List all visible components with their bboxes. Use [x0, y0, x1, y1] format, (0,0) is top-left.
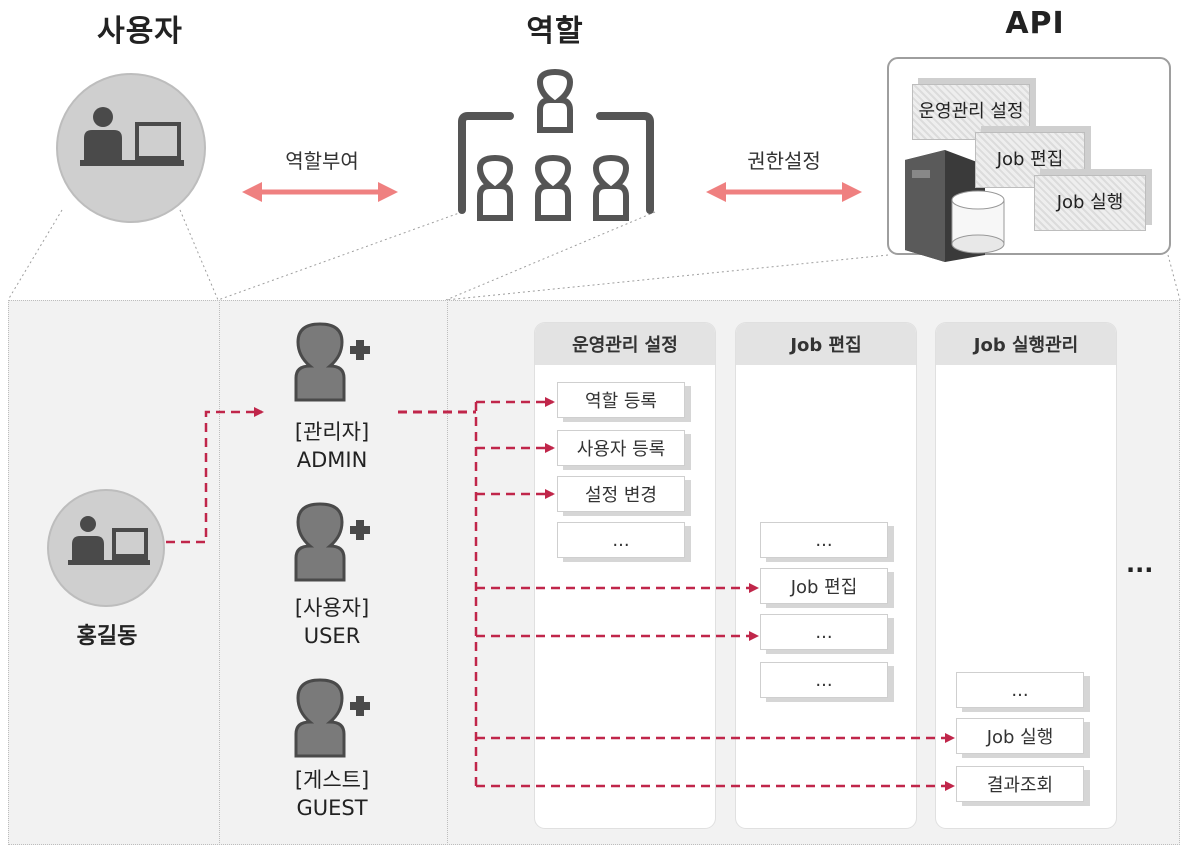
role-user-label: [사용자] USER [294, 596, 370, 648]
user-at-desk-icon-small [68, 516, 150, 565]
item-job-run: Job 실행 [956, 718, 1084, 754]
role-icons [294, 322, 370, 758]
assign-role-label: 역할부여 [285, 149, 359, 173]
api-card-ops-settings: 운영관리 설정 [912, 84, 1030, 140]
user-user-add-icon [294, 502, 370, 582]
guest-user-add-icon [294, 678, 370, 758]
database-icon [951, 190, 1005, 254]
column-ops-settings-title: 운영관리 설정 [535, 323, 715, 365]
admin-user-add-icon [294, 322, 370, 402]
user-at-desk-icon [80, 107, 184, 166]
item-more: ... [760, 614, 888, 650]
role-admin-label: [관리자] ADMIN [294, 420, 370, 472]
more-columns-ellipsis: ... [1126, 550, 1154, 578]
header-api: API [1005, 6, 1065, 41]
api-card-job-edit: Job 편집 [975, 132, 1085, 188]
item-register-user: 사용자 등록 [557, 430, 685, 466]
user-avatar-small [47, 489, 165, 607]
item-more: ... [760, 522, 888, 558]
assign-role-arrow [242, 182, 398, 202]
connector-lines [7, 209, 1181, 301]
item-more: ... [557, 522, 685, 558]
item-change-settings: 설정 변경 [557, 476, 685, 512]
header-role: 역할 [526, 14, 584, 49]
set-permission-arrow [706, 182, 862, 202]
item-view-results: 결과조회 [956, 766, 1084, 802]
column-ops-settings: 운영관리 설정 [535, 323, 715, 828]
user-avatar-circle [56, 73, 206, 223]
role-hierarchy-icon [458, 68, 654, 221]
column-job-edit-title: Job 편집 [736, 323, 916, 365]
item-job-edit: Job 편집 [760, 568, 888, 604]
item-more: ... [760, 662, 888, 698]
api-card-job-run: Job 실행 [1034, 175, 1146, 231]
header-user: 사용자 [97, 14, 183, 49]
set-permission-label: 권한설정 [747, 149, 821, 173]
user-name: 홍길동 [76, 624, 138, 649]
item-register-role: 역할 등록 [557, 382, 685, 418]
role-guest-label: [게스트] GUEST [294, 768, 370, 820]
item-more: ... [956, 672, 1084, 708]
column-job-run-title: Job 실행관리 [936, 323, 1116, 365]
